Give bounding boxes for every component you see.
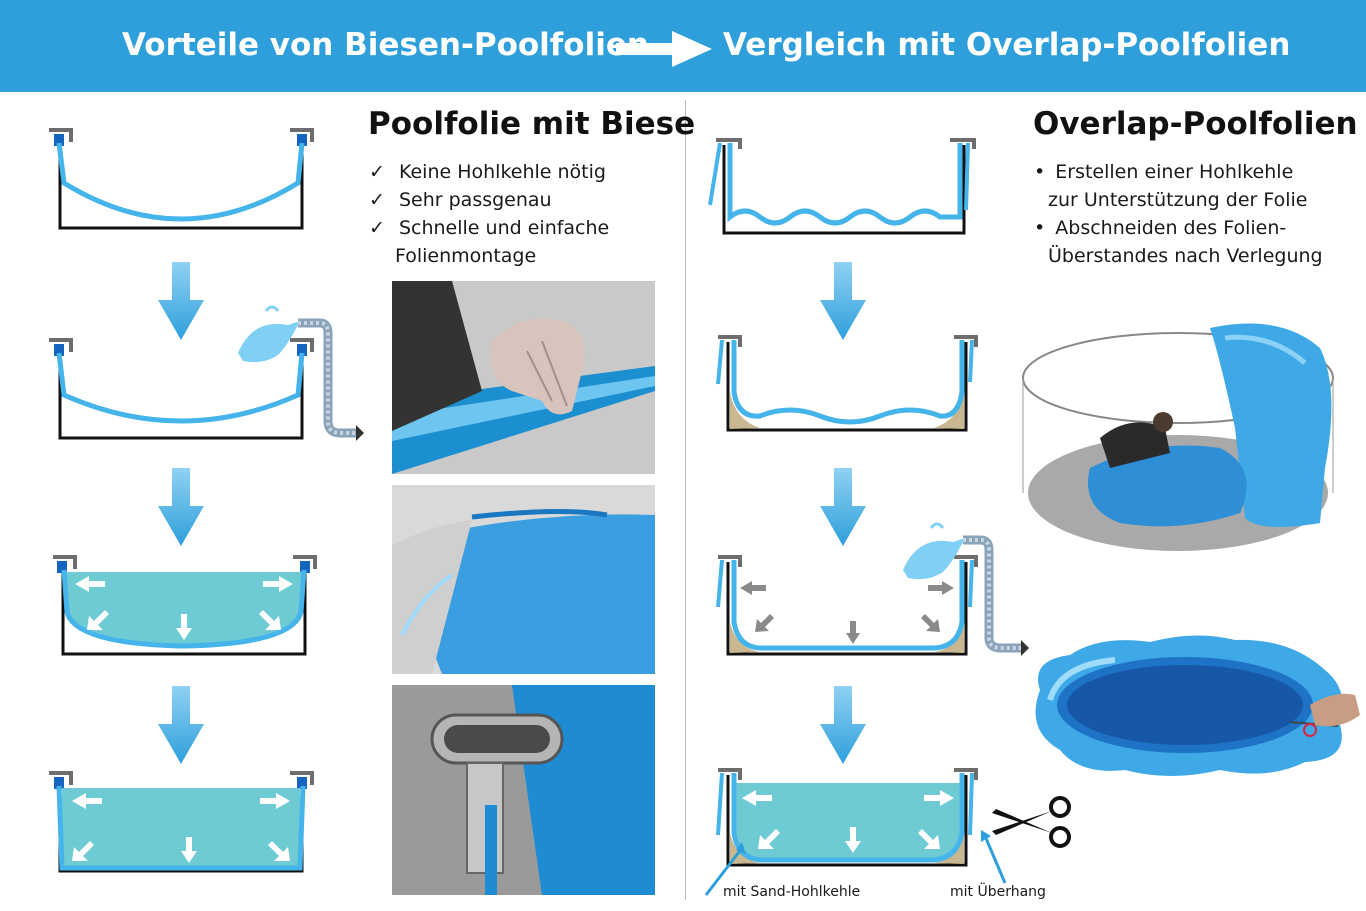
biese-step-2-diagram (49, 338, 314, 440)
header-banner: Vorteile von Biesen-Poolfolien Vergleich… (0, 0, 1366, 92)
check-icon: ✓ (369, 217, 385, 239)
bullet-item-text: Abschneiden des Folien- (1055, 217, 1287, 239)
sand-cove-caption: mit Sand-Hohlkehle (723, 884, 861, 900)
check-item: ✓ Sehr passgenau (369, 189, 552, 211)
water-hose-icon (903, 522, 1029, 656)
down-arrow-icon (158, 262, 204, 340)
down-arrow-icon (820, 686, 866, 764)
down-arrow-icon (820, 262, 866, 340)
check-item-text: Keine Hohlkehle nötig (398, 161, 606, 183)
glove-installing-liner-illustration (392, 281, 655, 474)
sand-cove-pointer (704, 842, 746, 896)
check-item-text: Sehr passgenau (398, 189, 552, 211)
overhang-pointer (981, 830, 1007, 884)
bullet-item: • Abschneiden des Folien- (1034, 217, 1286, 239)
overlap-step-4-diagram (716, 768, 978, 867)
overlap-step-2-diagram (716, 335, 978, 432)
header-title-left: Vorteile von Biesen-Poolfolien (122, 27, 649, 63)
header-title-right: Vergleich mit Overlap-Poolfolien (723, 27, 1291, 63)
check-icon: ✓ (369, 161, 385, 183)
check-item-text: Schnelle und einfache (398, 217, 610, 239)
check-item: ✓ Keine Hohlkehle nötig (369, 161, 606, 183)
overlap-step-3-diagram (716, 555, 978, 656)
right-arrow-icon (616, 31, 712, 67)
overlap-step-1-diagram (708, 138, 976, 235)
rail-profile-illustration (392, 685, 655, 895)
bullet-icon: • (1034, 217, 1046, 239)
liner-edge-detail-illustration (392, 485, 655, 674)
biese-step-3-diagram (53, 555, 317, 656)
check-icon: ✓ (369, 189, 385, 211)
bullet-item-text: Erstellen einer Hohlkehle (1055, 161, 1294, 183)
person-installing-overlap-liner-illustration (1022, 323, 1334, 551)
bullet-item: • Erstellen einer Hohlkehle (1034, 161, 1293, 183)
overlap-liner-cut-illustration (1035, 635, 1360, 776)
check-item-continuation: Folienmontage (395, 245, 537, 267)
water-hose-icon (238, 305, 364, 441)
overhang-caption: mit Überhang (950, 884, 1046, 900)
left-panel-title: Poolfolie mit Biese (368, 106, 696, 142)
bullet-item-continuation: Überstandes nach Verlegung (1048, 245, 1323, 267)
down-arrow-icon (820, 468, 866, 546)
biese-step-4-diagram (49, 771, 314, 873)
panel-divider (685, 100, 686, 900)
biese-step-1-diagram (49, 128, 314, 230)
scissors-icon (992, 796, 1071, 848)
check-item: ✓ Schnelle und einfache (369, 217, 609, 239)
bullet-icon: • (1034, 161, 1046, 183)
down-arrow-icon (158, 686, 204, 764)
right-panel-title: Overlap-Poolfolien (1033, 106, 1358, 142)
bullet-item-continuation: zur Unterstützung der Folie (1048, 189, 1308, 211)
down-arrow-icon (158, 468, 204, 546)
